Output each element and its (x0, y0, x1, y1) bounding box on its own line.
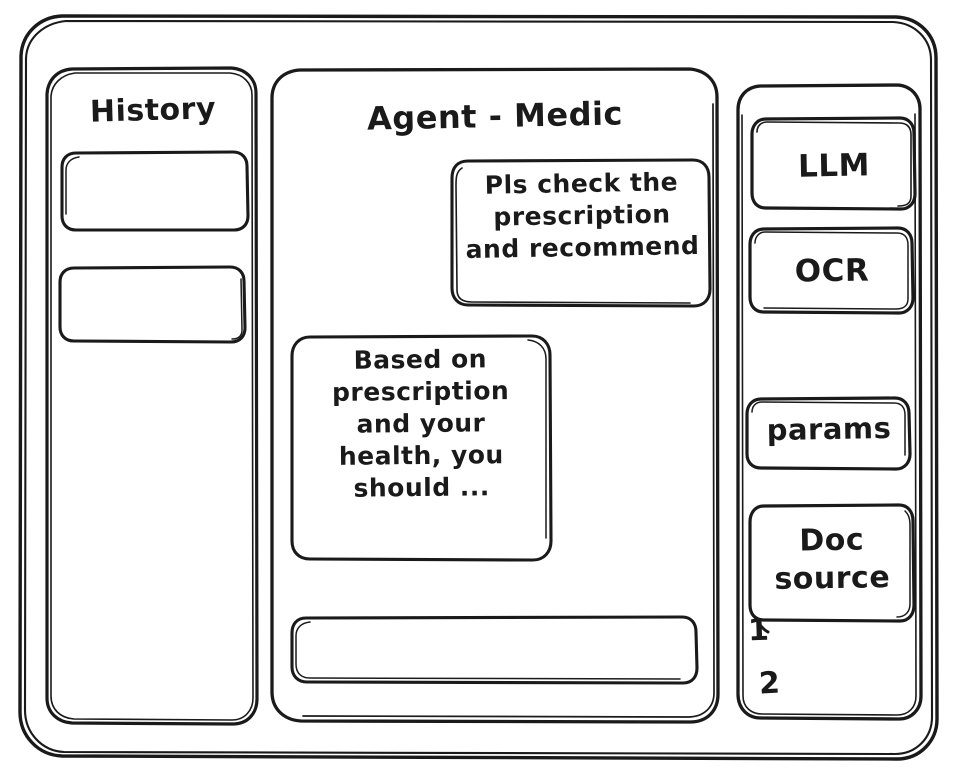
user-message-text: Pls check the prescription and recommend (465, 167, 700, 265)
history-item-2[interactable] (60, 267, 246, 343)
doc-source-item-1[interactable]: 1 (747, 612, 770, 649)
ocr-button-label: OCR (794, 252, 870, 290)
history-panel-title: History (89, 91, 217, 130)
llm-button-label: LLM (797, 147, 871, 185)
agent-message-text: Based on prescription and your health, y… (331, 344, 510, 503)
composer-input[interactable] (292, 617, 698, 684)
doc-source-item-2[interactable]: 2 (758, 665, 782, 702)
doc-source-button-label: Doc source (774, 522, 891, 597)
history-item-1[interactable] (62, 152, 249, 231)
params-button-label: params (766, 410, 892, 448)
